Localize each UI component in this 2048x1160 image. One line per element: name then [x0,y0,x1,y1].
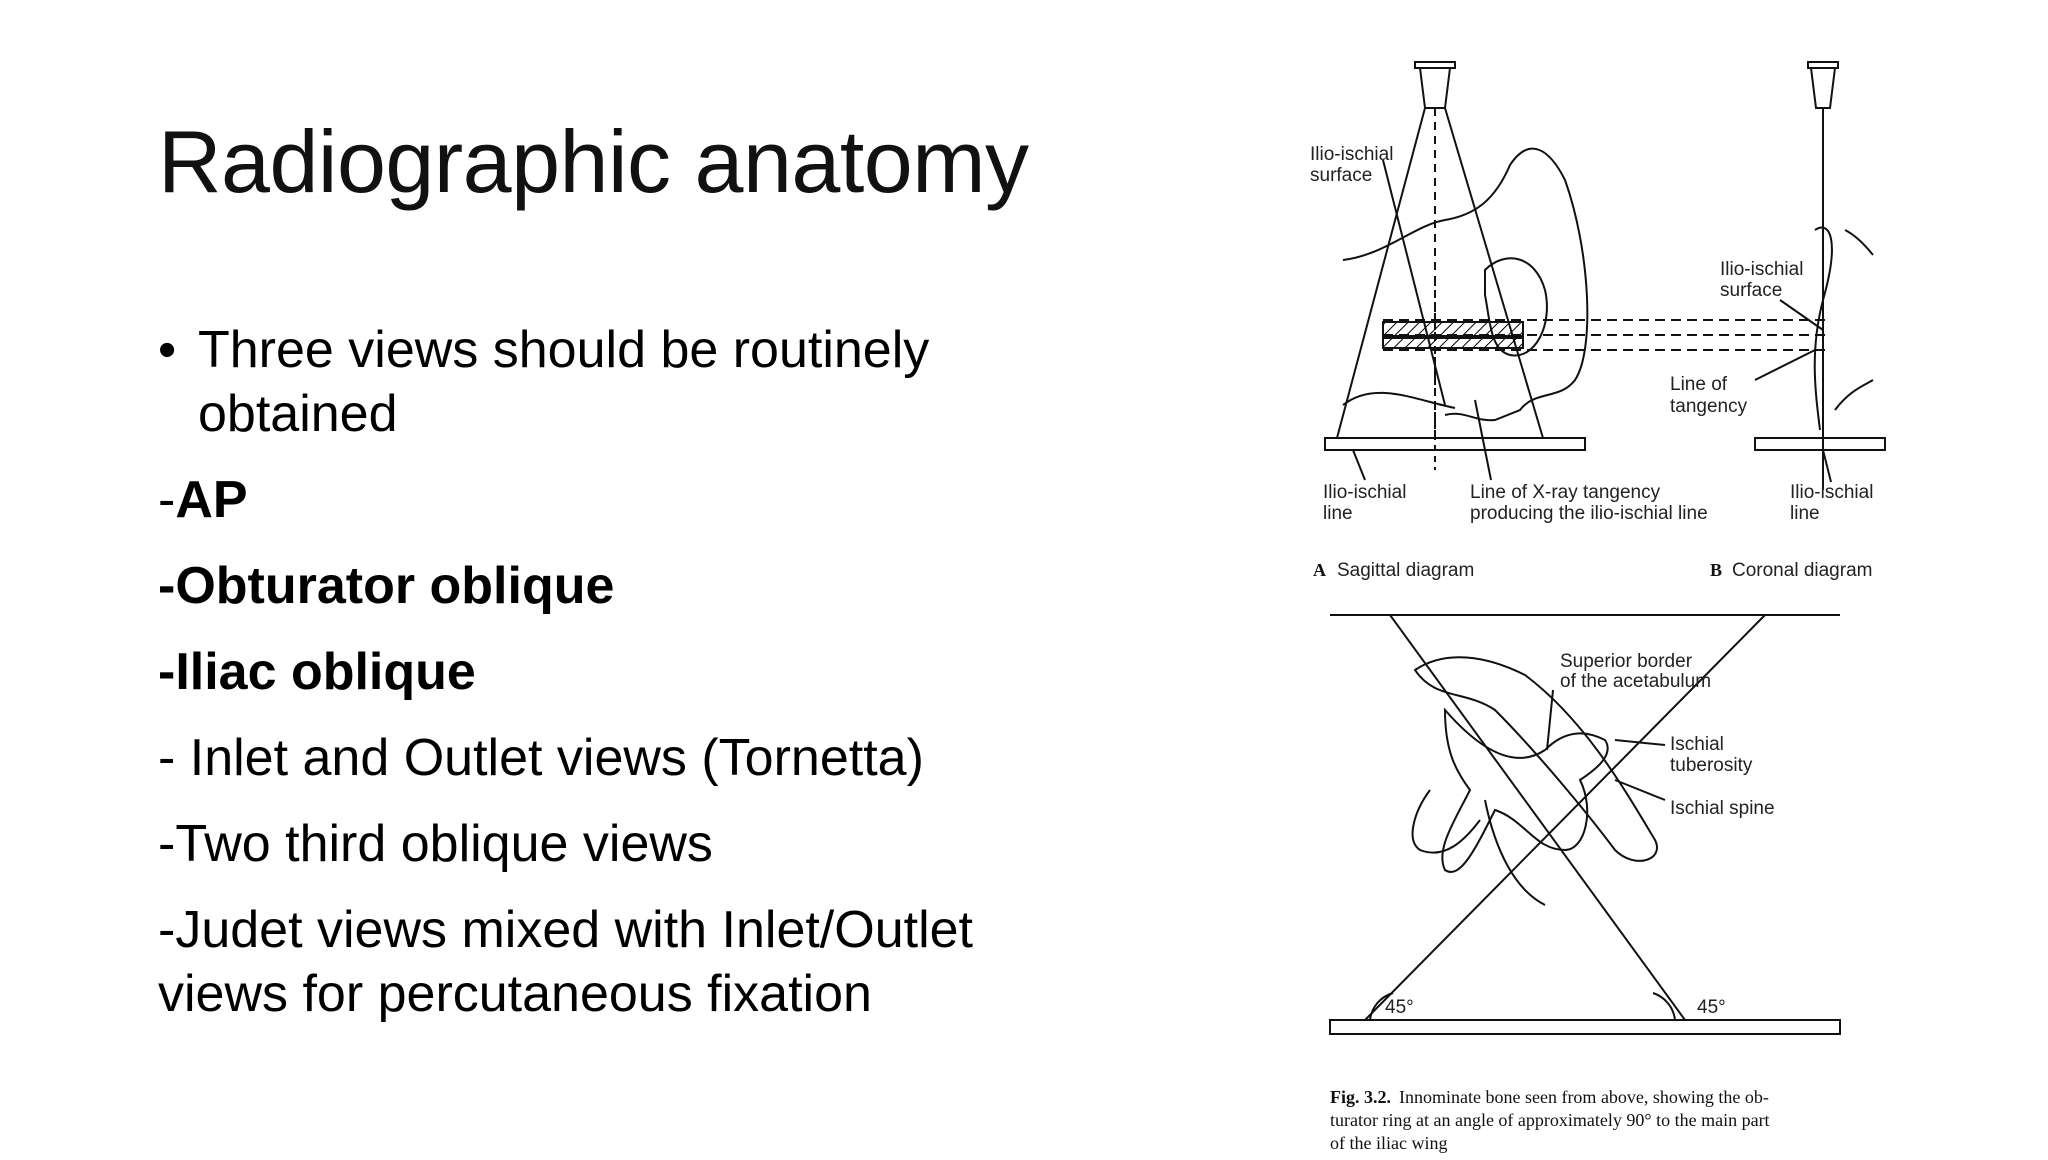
label-xray-tangency-1: Line of X-ray tangency [1470,482,1661,503]
view-ap-label: AP [175,471,248,529]
label-ischial-tuberosity-2: tuberosity [1670,755,1753,776]
figure-caption-line2: turator ring at an angle of approximatel… [1330,1110,1770,1130]
label-coronal-letter: B [1710,560,1722,580]
film-plate-a [1324,437,1586,451]
view-judet-mixed: -Judet views mixed with Inlet/Outlet vie… [158,901,973,1023]
figure-caption-label: Fig. 3.2. [1330,1087,1391,1107]
view-inlet-outlet: - Inlet and Outlet views (Tornetta) [158,729,924,787]
view-obturator-oblique: -Obturator oblique [158,557,615,615]
view-ap: -AP [158,468,1098,532]
label-sagittal: Sagittal diagram [1337,560,1474,581]
xray-tube-icon [1418,67,1452,109]
label-ilio-ischial-line-a2: line [1323,503,1353,524]
label-line-of-tangency-2: tangency [1670,396,1748,417]
iliac-wing-outline [1413,656,1658,862]
label-ischial-spine: Ischial spine [1670,798,1775,819]
label-ilio-ischial-line-b2: line [1790,503,1820,524]
label-sagittal-letter: A [1313,560,1326,580]
coronal-bone-outline [1813,226,1833,431]
film-plate-c [1329,1019,1841,1035]
label-superior-border-1: Superior border [1560,651,1693,672]
slide-content: • Three views should be routinely obtain… [158,318,1098,1048]
anatomy-figure: Ilio-ischial surface Ilio-ischial surfac… [1310,61,1886,1153]
view-two-third-oblique: -Two third oblique views [158,815,713,873]
label-ilio-ischial-surface-b2: surface [1720,280,1782,301]
bullet-item: • Three views should be routinely obtain… [158,318,1098,446]
label-coronal: Coronal diagram [1732,560,1872,581]
label-ilio-ischial-surface-a2: surface [1310,165,1372,186]
label-ilio-ischial-line-a1: Ilio-ischial [1323,482,1406,503]
xray-tube-b-icon [1809,67,1837,109]
label-ischial-tuberosity-1: Ischial [1670,734,1724,755]
label-ilio-ischial-surface-b1: Ilio-ischial [1720,259,1803,280]
label-ilio-ischial-surface-a1: Ilio-ischial [1310,144,1393,165]
ilium-outline [1342,147,1589,422]
ischium-outline [1441,707,1609,873]
view-iliac-oblique: -Iliac oblique [158,643,476,701]
label-superior-border-2: of the acetabulum [1560,671,1711,692]
label-line-of-tangency-1: Line of [1670,374,1728,395]
figure-caption-line3: of the iliac wing [1330,1133,1447,1153]
label-xray-tangency-2: producing the ilio-ischial line [1470,503,1708,524]
slide-title: Radiographic anatomy [158,112,1029,211]
bullet-dot-icon: • [158,321,177,379]
figure-caption-line1: Fig. 3.2. Innominate bone seen from above… [1330,1087,1769,1107]
label-ilio-ischial-line-b1: Ilio-ischial [1790,482,1873,503]
film-plate-b [1754,437,1886,451]
label-angle-right: 45° [1697,997,1726,1018]
view-ap-prefix: - [158,471,176,529]
bullet-text: Three views should be routinely obtained [198,321,930,443]
figure-caption-line1-text: Innominate bone seen from above, showing… [1399,1087,1769,1107]
label-angle-left: 45° [1385,997,1414,1018]
